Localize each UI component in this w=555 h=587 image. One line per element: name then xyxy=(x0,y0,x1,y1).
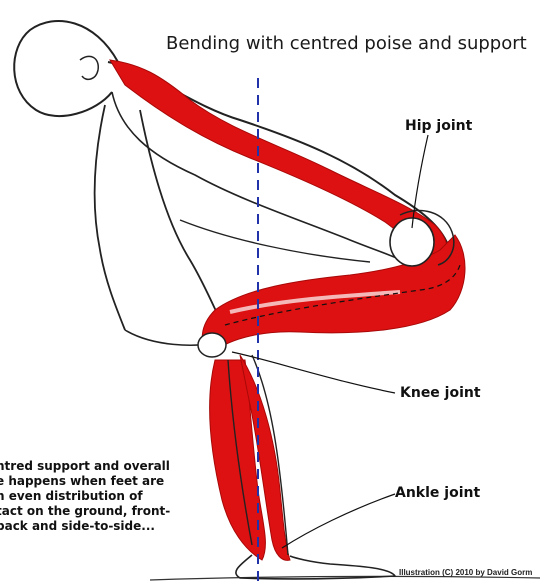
ankle-pointer-line xyxy=(282,494,395,548)
note-line: back and side-to-side... xyxy=(0,519,206,534)
knee-cap xyxy=(198,333,226,357)
diagram-title: Bending with centred poise and support xyxy=(166,33,551,54)
support-note: ntred support and overall e happens when… xyxy=(0,459,206,534)
forearm-outline xyxy=(140,110,225,330)
knee-joint-label: Knee joint xyxy=(400,385,481,401)
hip-joint-label: Hip joint xyxy=(405,118,472,134)
ankle-joint-label: Ankle joint xyxy=(395,485,480,501)
ear-outline xyxy=(80,56,98,79)
illustration-credit: Illustration (C) 2010 by David Gorm xyxy=(399,568,532,577)
note-line: tact on the ground, front- xyxy=(0,504,206,519)
upper-arm-outline xyxy=(95,105,125,330)
head-outline xyxy=(14,21,118,116)
note-line: e happens when feet are xyxy=(0,474,206,489)
note-line: ntred support and overall xyxy=(0,459,206,474)
note-line: n even distribution of xyxy=(0,489,206,504)
belly-outline xyxy=(180,220,370,262)
